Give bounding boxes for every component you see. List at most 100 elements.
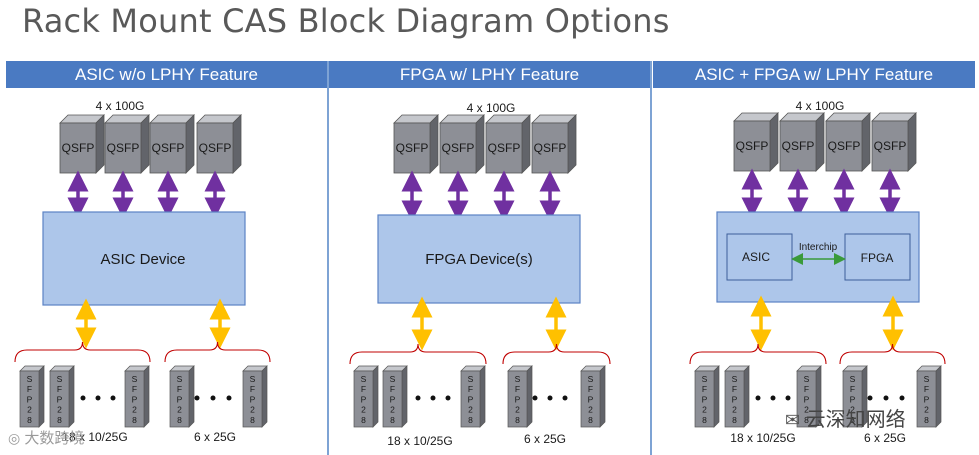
sfp28-label-char: F [468, 384, 473, 394]
sfp28-module-face [694, 370, 715, 428]
sfp28-module-face [842, 370, 863, 428]
red-bracket-right-group [164, 341, 271, 363]
watermark-logo-icon: ◎ [8, 430, 21, 446]
sfp28-label-char: 8 [588, 415, 593, 425]
sfp28-label-char: 8 [132, 415, 137, 425]
sfp28-label-char: P [250, 394, 256, 404]
qsfp-module-face [104, 122, 142, 174]
sfp28-label-char: P [804, 394, 810, 404]
ellipsis-dot [80, 395, 86, 401]
qsfp-module: QSFP [439, 114, 485, 174]
red-bracket-left-group [349, 343, 487, 365]
sfp28-label-char: S [361, 374, 367, 384]
sfp28-label-char: S [588, 374, 594, 384]
sfp28-label-char: 8 [924, 415, 929, 425]
sfp28-module-side [526, 365, 533, 428]
qsfp-module: QSFP [393, 114, 439, 174]
watermark-left-text: 大数跨境 [24, 430, 85, 447]
sfp28-label-char: F [132, 384, 137, 394]
sfp28-label-char: 2 [732, 405, 737, 415]
sfp28-label-char: S [250, 374, 256, 384]
sfp28-label-char: S [177, 374, 183, 384]
sfp28-label-char: 2 [390, 405, 395, 415]
sfp28-module-side [372, 365, 379, 428]
sfp28-label-char: F [250, 384, 255, 394]
qsfp-module: QSFP [149, 114, 195, 174]
top-bandwidth-label: 4 x 100G [96, 99, 145, 113]
sfp28-module-face [724, 370, 745, 428]
sfp28-label-char: S [850, 374, 856, 384]
sfp28-module-face [916, 370, 937, 428]
wechat-icon: ✉ [785, 410, 801, 430]
qsfp-module: QSFP [485, 114, 531, 174]
sfp28-module-side [743, 365, 750, 428]
ellipsis-dot [883, 395, 889, 401]
sfp28-label-char: 8 [850, 415, 855, 425]
watermark-right: ✉ 云深知网络 [785, 403, 906, 432]
sfp28-label-char: F [390, 384, 395, 394]
ellipsis-dot [194, 395, 200, 401]
sfp28-module-face [19, 370, 40, 428]
red-bracket-left-group [14, 341, 151, 363]
sfp28-label-char: 8 [702, 415, 707, 425]
sfp28-module-face [169, 370, 190, 428]
qsfp-module-face [871, 120, 909, 172]
red-bracket-right-group [502, 343, 611, 365]
qsfp-module-side [232, 114, 242, 174]
sfp28-label-char: P [177, 394, 183, 404]
sfp28-label-char: 2 [132, 405, 137, 415]
qsfp-module-face [439, 122, 477, 174]
sfp28-module-side [188, 365, 195, 428]
ellipsis-dot [445, 395, 451, 401]
qsfp-module-side [907, 112, 917, 172]
sfp28-module-side [261, 365, 268, 428]
top-bandwidth-label: 4 x 100G [796, 99, 845, 113]
sfp28-label-char: F [27, 384, 32, 394]
sfp28-module-face [242, 370, 263, 428]
qsfp-module-side [861, 112, 871, 172]
sfp28-label-char: S [924, 374, 930, 384]
qsfp-label: QSFP [442, 141, 475, 155]
sfp28-module-face [124, 370, 145, 428]
asic-inner-box [726, 233, 793, 281]
sfp28-label-char: P [468, 394, 474, 404]
sfp28-label-char: P [27, 394, 33, 404]
sfp28-label-char: F [702, 384, 707, 394]
ellipsis-dot [532, 395, 538, 401]
ellipsis-dot [899, 395, 905, 401]
red-bracket-left-group [689, 343, 827, 365]
qsfp-label: QSFP [736, 139, 769, 153]
qsfp-label: QSFP [488, 141, 521, 155]
ellipsis-dot [430, 395, 436, 401]
sfp28-label-char: F [850, 384, 855, 394]
ellipsis-dot [110, 395, 116, 401]
qsfp-module-face [779, 120, 817, 172]
ellipsis-dot [95, 395, 101, 401]
panel-header-fpga: FPGA w/ LPHY Feature [329, 61, 650, 88]
sfp28-label-char: S [468, 374, 474, 384]
sfp28-label-char: S [515, 374, 521, 384]
qsfp-module-face [531, 122, 569, 174]
qsfp-module-face [149, 122, 187, 174]
sfp28-module-face [382, 370, 403, 428]
sfp28-module-face [507, 370, 528, 428]
sfp28-module-face [460, 370, 481, 428]
sfp28-label-char: P [57, 394, 63, 404]
qsfp-module: QSFP [59, 114, 105, 174]
sfp28-label-char: 2 [468, 405, 473, 415]
ellipsis-dot [547, 395, 553, 401]
qsfp-module-side [475, 114, 485, 174]
device-box [42, 211, 246, 306]
sfp28-module-side [401, 365, 408, 428]
sfp28-label-char: S [390, 374, 396, 384]
sfp28-label-char: F [361, 384, 366, 394]
sfp28-module-side [479, 365, 486, 428]
qsfp-module-side [429, 114, 439, 174]
sfp28-label-char: S [702, 374, 708, 384]
